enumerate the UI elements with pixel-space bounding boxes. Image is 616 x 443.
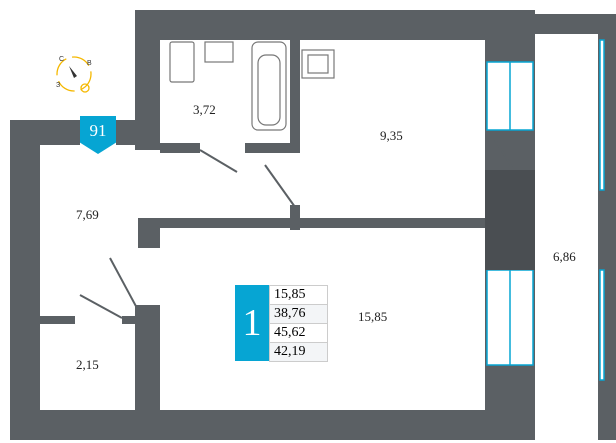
area-value: 15,85 xyxy=(269,285,328,305)
area-storage: 2,15 xyxy=(76,357,99,372)
compass: С В З xyxy=(52,52,96,96)
column xyxy=(485,170,535,270)
compass-west: З xyxy=(56,82,61,89)
sun-icon xyxy=(80,83,90,93)
compass-icon xyxy=(56,56,92,93)
area-living-room: 15,85 xyxy=(358,309,388,324)
area-hallway: 7,69 xyxy=(76,207,99,222)
fixtures xyxy=(169,41,335,131)
doors xyxy=(79,139,513,319)
area-balcony: 6,86 xyxy=(553,249,576,264)
area-value: 45,62 xyxy=(269,324,328,343)
sink-icon xyxy=(204,41,234,63)
windows xyxy=(486,39,605,381)
apartment-info: 1 15,85 38,76 45,62 42,19 xyxy=(235,285,328,362)
toilet-icon xyxy=(169,41,195,83)
area-value: 42,19 xyxy=(269,343,328,362)
rooms-count: 1 xyxy=(235,285,269,361)
areas-table: 15,85 38,76 45,62 42,19 xyxy=(269,285,328,362)
compass-east: В xyxy=(87,60,92,67)
area-bathroom: 3,72 xyxy=(193,102,216,117)
area-kitchen: 9,35 xyxy=(380,128,403,143)
compass-north: С xyxy=(59,56,65,63)
area-value: 38,76 xyxy=(269,305,328,324)
